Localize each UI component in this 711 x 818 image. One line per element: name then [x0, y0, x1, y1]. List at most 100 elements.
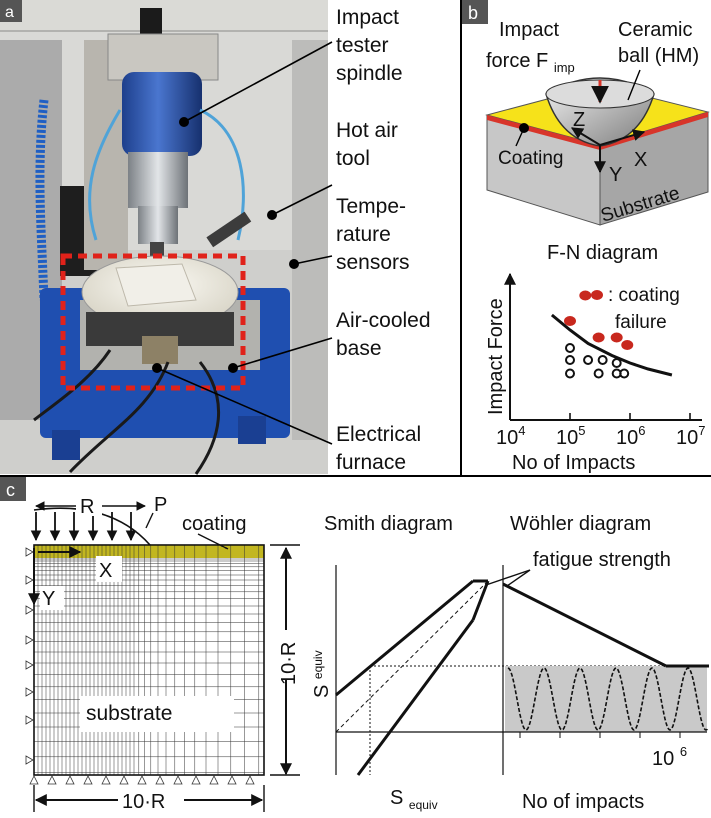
label-substrate-c: substrate	[86, 702, 172, 725]
fe-mesh	[33, 544, 264, 775]
photo-hot-air-tool	[206, 211, 252, 248]
load-arrows	[30, 512, 137, 542]
panel-letter-c: c	[6, 480, 15, 500]
support-left	[25, 755, 34, 765]
photo-cabinet-top	[0, 0, 336, 32]
smith-xlabel: S equiv	[390, 787, 438, 812]
axis-z-label: Z	[573, 109, 585, 131]
label-sensors: Tempe- rature sensors	[336, 195, 412, 274]
label-coating-b: Coating	[498, 148, 564, 169]
leader-base	[232, 337, 333, 369]
support-bottom	[173, 775, 183, 785]
coating-front-layer	[487, 115, 600, 150]
support-left	[25, 660, 34, 670]
woehler-load-signal	[507, 667, 709, 731]
fn-point-failure	[592, 332, 605, 343]
label-coating-c: coating	[182, 513, 247, 535]
support-bottom	[209, 775, 219, 785]
support-bottom	[29, 775, 39, 785]
photo-coolant-hose	[35, 99, 49, 301]
load-P-label: P	[154, 494, 167, 516]
axis-z-line	[570, 127, 601, 146]
label-spindle: Impact tester spindle	[336, 6, 405, 85]
support-bottom	[227, 775, 237, 785]
support-left	[25, 575, 34, 585]
support-left	[25, 687, 34, 697]
fn-point-ok	[565, 355, 575, 365]
leader-furnace	[156, 367, 333, 445]
fn-xlabel: No of Impacts	[512, 452, 635, 474]
smith-right-edge	[471, 580, 490, 621]
fn-data-points	[564, 290, 634, 379]
axis-y-label: Y	[609, 164, 622, 186]
panel-c: c R P coating X Y substrate 10·R 10·R	[0, 477, 300, 814]
label-base: Air-cooled base	[336, 309, 436, 360]
boundary-supports	[25, 547, 255, 785]
support-bottom	[47, 775, 57, 785]
panel-b: b Impact force F imp Ceramic ball (HM) Z…	[460, 0, 710, 476]
axis-x-c-label: X	[99, 560, 112, 582]
fn-point-ok	[597, 355, 608, 365]
dim-R-label: R	[80, 496, 94, 518]
dim-horizontal-label: 10·R	[122, 791, 165, 813]
support-left	[25, 715, 34, 725]
axis-y-c-label: Y	[42, 588, 55, 610]
region-highlight	[60, 253, 246, 391]
fn-x-ticks: 104 105 106 107	[496, 413, 705, 449]
panel-letter-b: b	[468, 3, 478, 23]
coating-side-layer	[600, 112, 708, 150]
photo-blue-motor	[122, 72, 202, 156]
photo-top-knob	[140, 8, 162, 36]
fn-x-tick-label: 104	[496, 423, 525, 449]
fatigue-leader-1	[485, 569, 531, 586]
label-hot-air: Hot air tool	[336, 119, 404, 170]
smith-upper-line	[335, 579, 474, 697]
photo-leg-right	[238, 416, 266, 444]
label-impact-force: Impact force F imp	[486, 19, 575, 75]
fn-legend-marker	[591, 290, 603, 300]
fn-point-ok	[565, 343, 575, 353]
photo-spindle-housing	[128, 152, 188, 208]
photo-leg-left	[52, 430, 80, 460]
support-left	[25, 547, 34, 557]
smith-ylabel: S equiv	[311, 650, 333, 698]
support-left	[25, 635, 34, 645]
panel-a: a	[0, 0, 336, 475]
axis-x-label: X	[634, 149, 647, 171]
fn-ylabel: Impact Force	[485, 298, 507, 415]
fatigue-strength-label: fatigue strength	[533, 549, 671, 571]
mesh-border	[33, 544, 265, 776]
support-bottom	[83, 775, 93, 785]
support-bottom	[191, 775, 201, 785]
fn-x-tick-label: 107	[676, 423, 705, 449]
fn-point-ok	[583, 355, 594, 365]
fn-title: F-N diagram	[547, 242, 658, 264]
fn-legend: : coating failure	[608, 285, 685, 333]
woehler-x-ticks	[519, 732, 681, 738]
fatigue-leader-2	[506, 569, 531, 587]
smith-lower-line	[356, 619, 475, 776]
photo-furnace-lid	[115, 263, 197, 307]
photo-spindle-lower	[138, 206, 178, 244]
fn-x-tick-label: 106	[616, 423, 645, 449]
smith-diagonal	[335, 580, 489, 733]
fn-point-ok	[565, 368, 575, 379]
support-bottom	[65, 775, 75, 785]
photo-cabinet-right	[292, 40, 328, 440]
label-furnace: Electrical furnace	[336, 423, 427, 474]
support-bottom	[101, 775, 111, 785]
smith-title: Smith diagram	[324, 513, 453, 535]
smith-woehler: Smith diagram Wöhler diagram S equiv S e…	[311, 513, 709, 813]
fn-point-failure	[564, 316, 576, 326]
woehler-tick-label: 10 6	[652, 744, 687, 770]
support-bottom	[155, 775, 165, 785]
panel-a-labels: Impact tester spindle Hot air tool Tempe…	[156, 0, 458, 474]
photo-furnace-window	[142, 336, 178, 364]
label-ceramic-ball: Ceramic ball (HM)	[618, 19, 699, 67]
dim-vertical-label: 10·R	[278, 642, 300, 685]
woehler-title: Wöhler diagram	[510, 513, 651, 535]
support-bottom	[245, 775, 255, 785]
woehler-shaded-region	[505, 666, 707, 732]
fn-x-tick-label: 105	[556, 423, 585, 449]
